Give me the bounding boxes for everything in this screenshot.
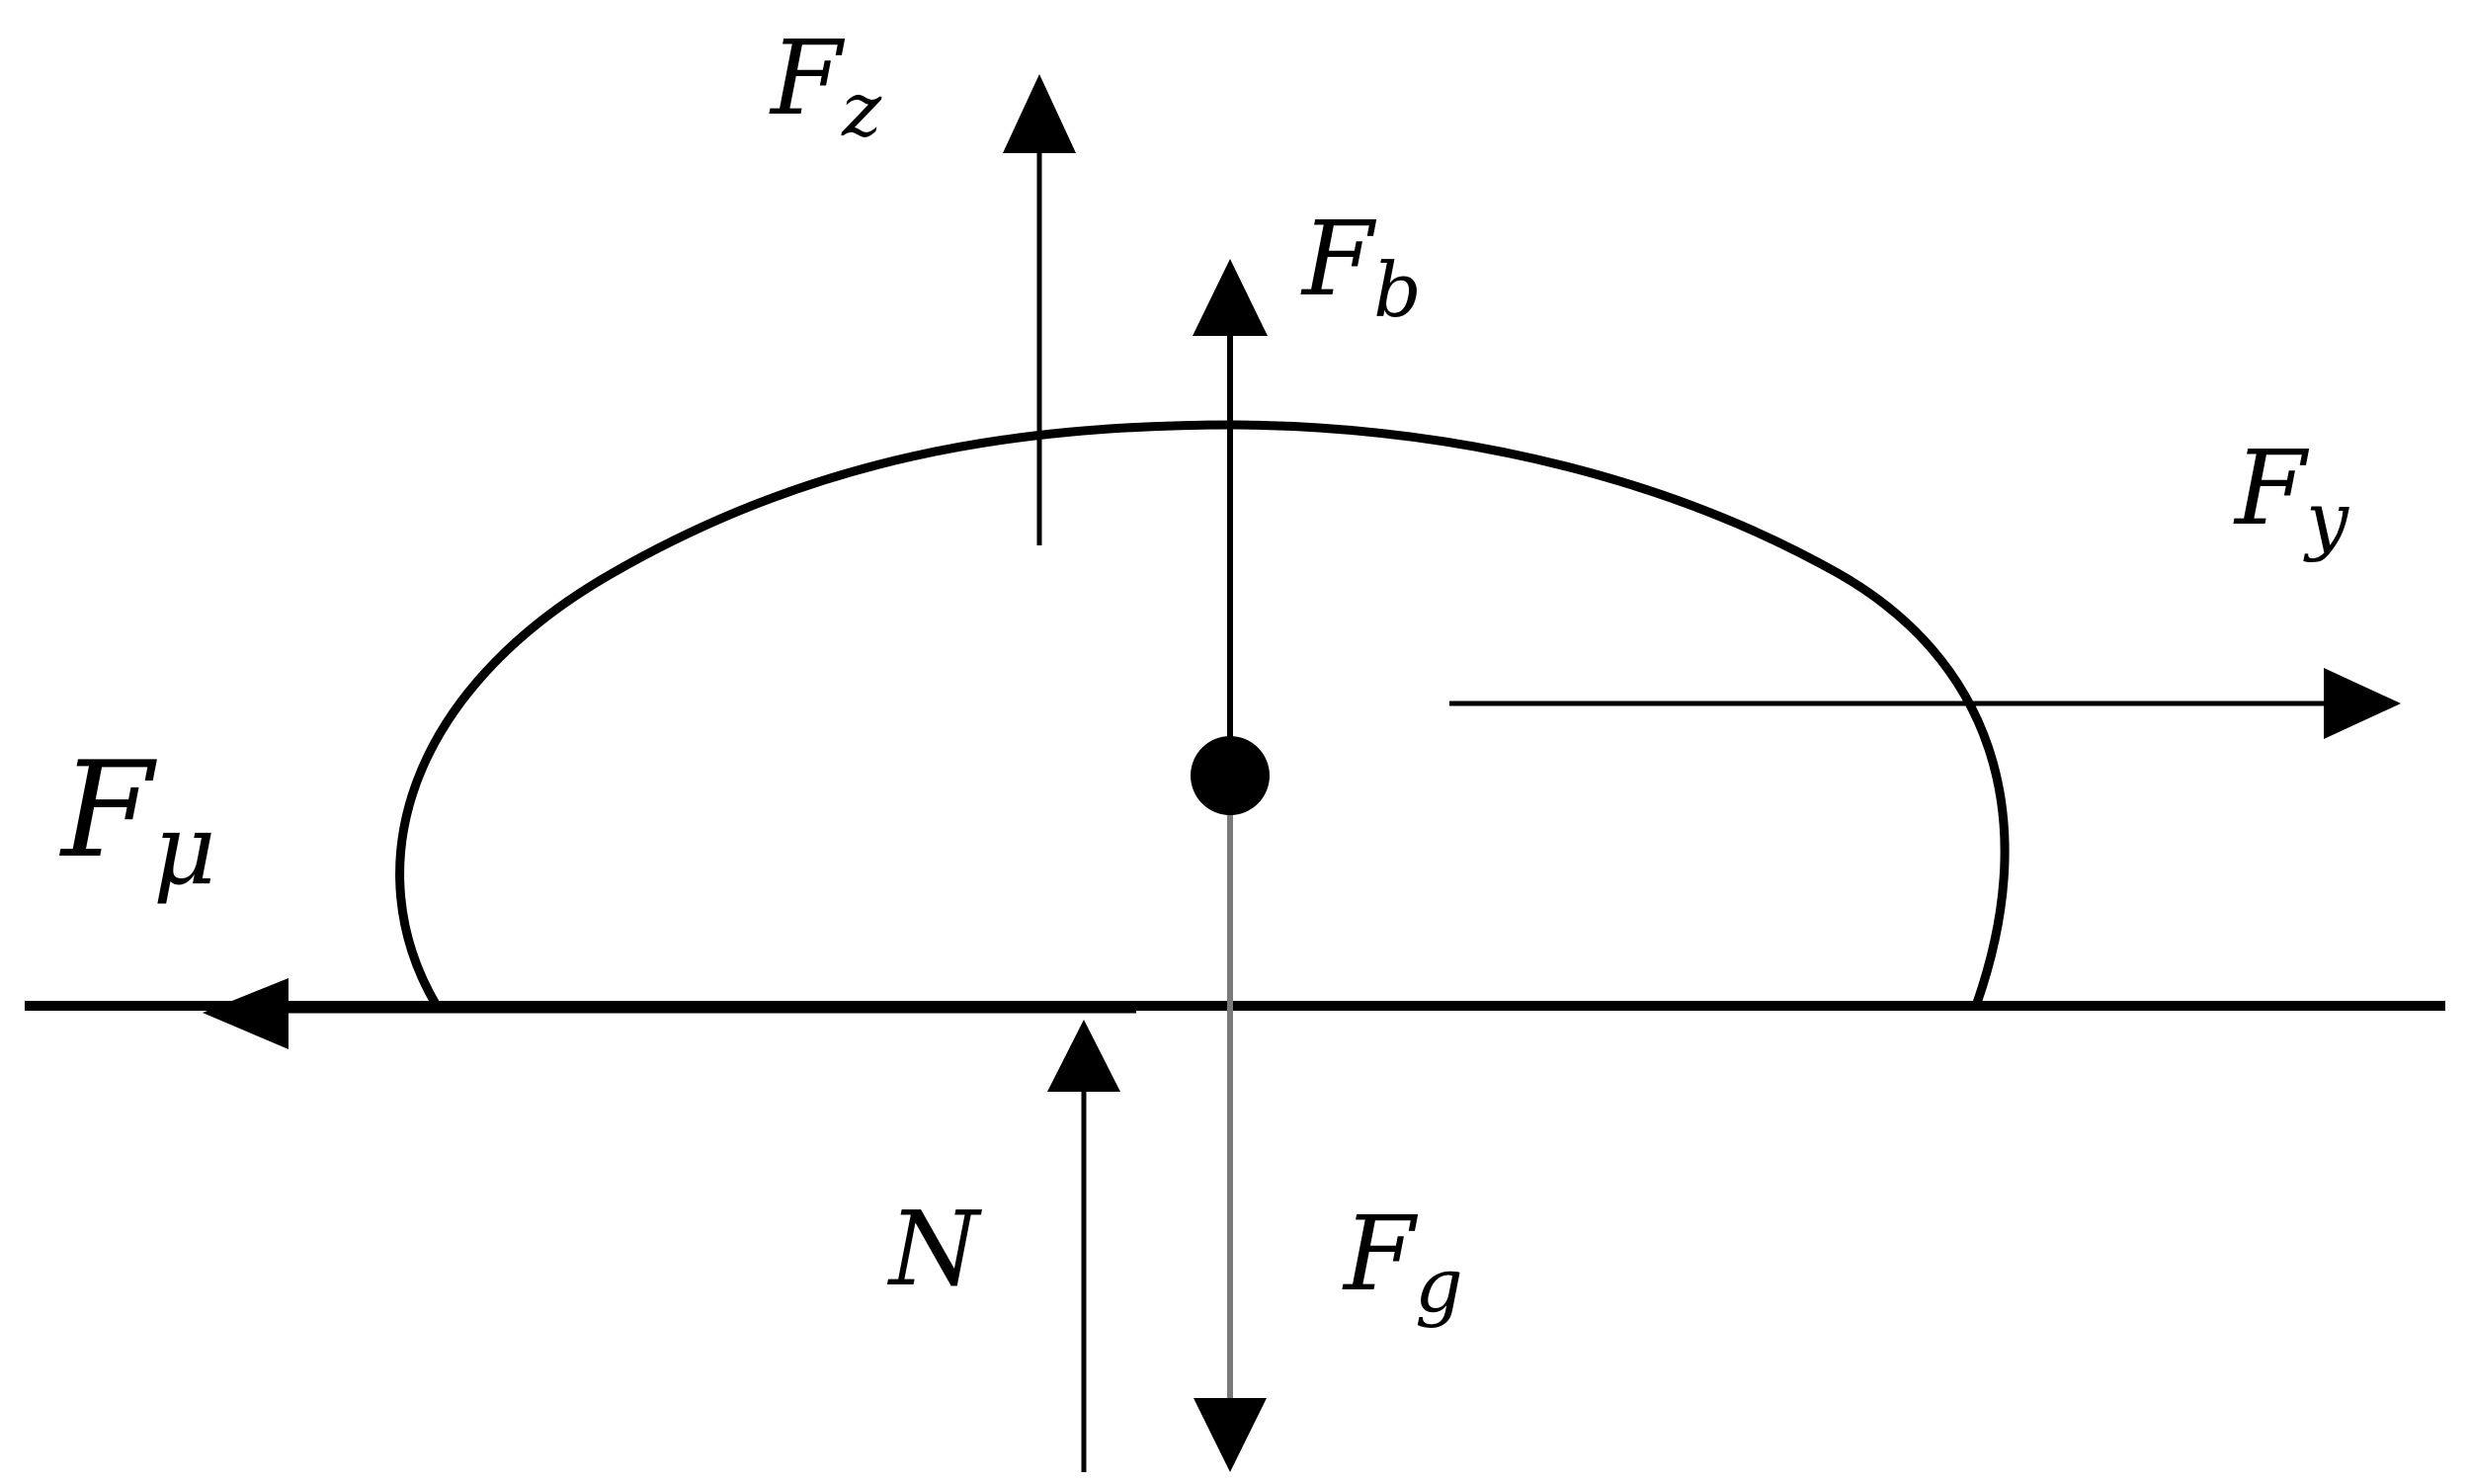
fz-force-arrow [1003, 74, 1076, 545]
label-fb: Fb [1300, 199, 1422, 334]
fy-force-arrow [1449, 668, 2401, 739]
friction-force-arrow [203, 978, 1136, 1049]
label-fg: Fg [1342, 1194, 1463, 1329]
label-fz: Fz [769, 18, 882, 153]
buoyancy-force-arrow [1193, 259, 1268, 776]
gravity-force-arrow [1194, 776, 1267, 1472]
droplet-outline [395, 420, 2010, 1009]
label-fmu: Fμ [58, 733, 216, 907]
label-fy: Fy [2233, 428, 2349, 563]
label-n: N [886, 1189, 982, 1309]
normal-force-arrow [1047, 1020, 1120, 1472]
center-of-mass-dot [1191, 736, 1270, 815]
